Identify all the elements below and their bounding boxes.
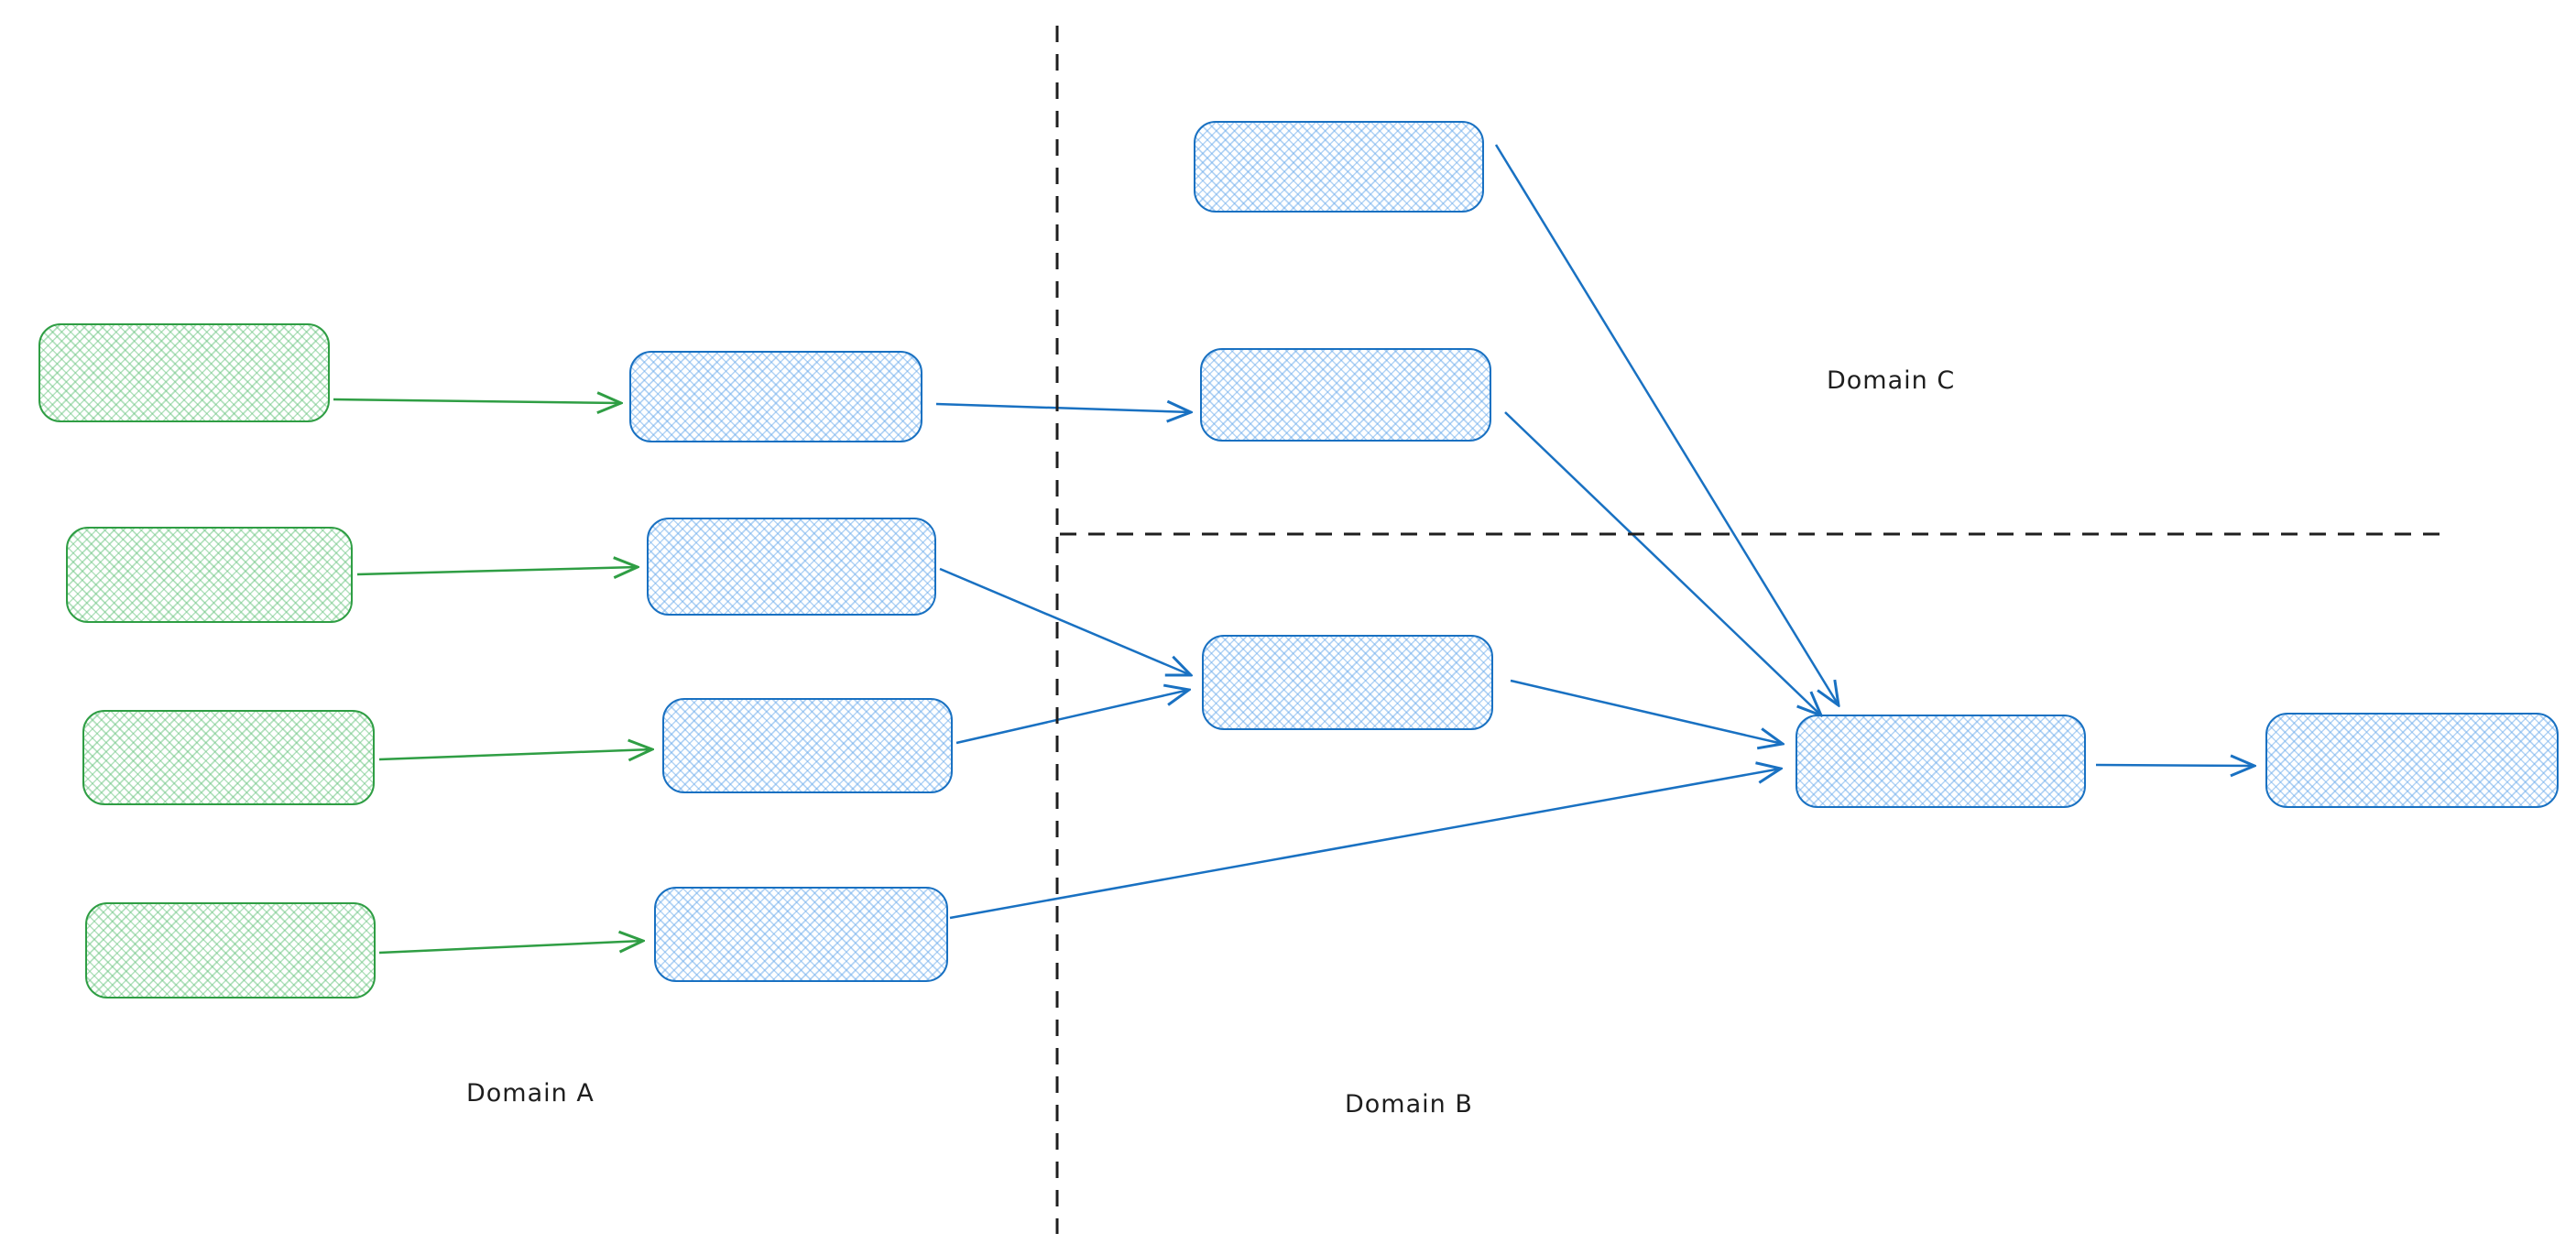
node-a-source-1 bbox=[38, 323, 330, 422]
node-b-mid bbox=[1200, 348, 1491, 442]
node-c-out bbox=[2265, 713, 2559, 808]
node-a-source-2 bbox=[66, 527, 353, 623]
domain-c-label: Domain C bbox=[1827, 366, 1956, 395]
node-b-low bbox=[1202, 635, 1493, 730]
node-a-mid-3 bbox=[662, 698, 953, 793]
node-b-top bbox=[1194, 121, 1484, 213]
domain-b-label: Domain B bbox=[1345, 1090, 1473, 1119]
node-a-source-4 bbox=[85, 902, 376, 999]
domain-a-label: Domain A bbox=[466, 1079, 595, 1108]
node-a-mid-4 bbox=[654, 887, 948, 982]
node-a-mid-2 bbox=[647, 518, 936, 616]
node-a-mid-1 bbox=[629, 351, 922, 442]
node-c-hub bbox=[1796, 715, 2086, 808]
node-a-source-3 bbox=[82, 710, 375, 805]
